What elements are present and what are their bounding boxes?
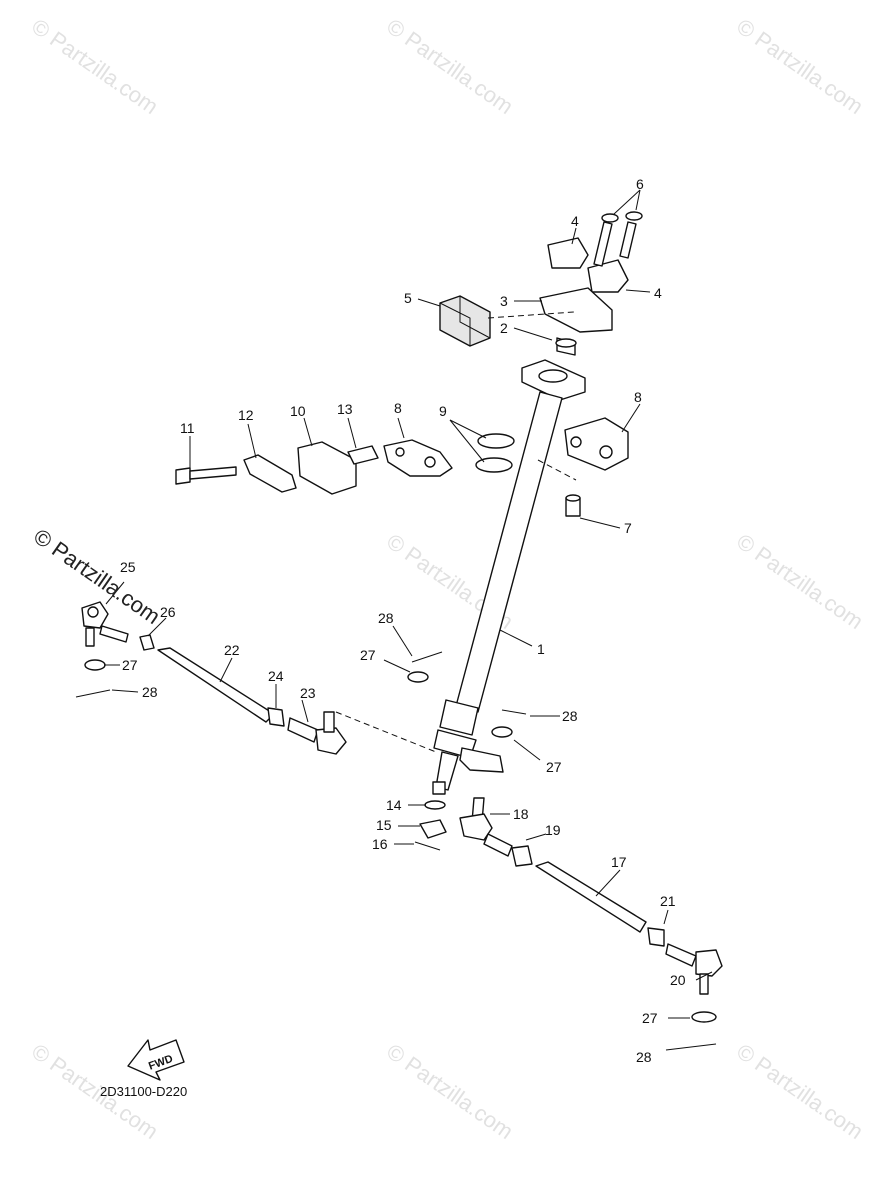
callout-8-right: 8 (634, 389, 642, 405)
callout-11: 11 (180, 420, 195, 436)
callout-8-left: 8 (394, 400, 402, 416)
callout-24: 24 (268, 668, 284, 684)
callout-1: 1 (537, 641, 545, 657)
upper-clamp-assembly (539, 211, 643, 356)
assembly-lines (335, 311, 577, 753)
watermark-tile: © Partzilla.com (382, 14, 518, 120)
lower-center-hardware (414, 797, 533, 867)
diagram-code: 2D31100-D220 (100, 1084, 187, 1099)
callout-26: 26 (160, 604, 176, 620)
callout-27-center: 27 (360, 647, 376, 663)
callout-6: 6 (636, 176, 644, 192)
callout-7: 7 (624, 520, 632, 536)
callout-17: 17 (611, 854, 627, 870)
leader-lines (104, 189, 713, 1019)
right-tie-rod (535, 861, 723, 1023)
callout-22: 22 (224, 642, 240, 658)
left-tie-rod (81, 601, 347, 755)
callout-10: 10 (290, 403, 306, 419)
callout-28-bottom: 28 (636, 1049, 652, 1065)
nuts-and-pins (75, 651, 717, 1051)
callout-12: 12 (238, 407, 254, 423)
callout-9: 9 (439, 403, 447, 419)
watermark-tile: © Partzilla.com (382, 1039, 518, 1145)
callout-4-right: 4 (654, 285, 662, 301)
right-holder (564, 417, 629, 471)
callout-27-bottom: 27 (642, 1010, 658, 1026)
callout-5: 5 (404, 290, 412, 306)
callout-25: 25 (120, 559, 136, 575)
callout-4-top: 4 (571, 213, 579, 229)
watermark-tile: © Partzilla.com (27, 14, 163, 120)
rubber-block (439, 295, 491, 347)
callout-20: 20 (670, 972, 686, 988)
callout-19: 19 (545, 822, 561, 838)
callout-28-right: 28 (562, 708, 578, 724)
callout-27-left: 27 (122, 657, 138, 673)
left-holder-hardware (175, 433, 515, 495)
callout-23: 23 (300, 685, 316, 701)
callout-28-left: 28 (142, 684, 158, 700)
callout-15: 15 (376, 817, 392, 833)
callout-14: 14 (386, 797, 402, 813)
callout-16: 16 (372, 836, 388, 852)
callout-27-right: 27 (546, 759, 562, 775)
steering-shaft (432, 359, 586, 795)
callout-3: 3 (500, 293, 508, 309)
watermark-tiles: © Partzilla.com © Partzilla.com © Partzi… (27, 14, 868, 1145)
callout-28-center: 28 (378, 610, 394, 626)
callout-13: 13 (337, 401, 353, 417)
watermark-tile: © Partzilla.com (732, 14, 868, 120)
watermark-tile: © Partzilla.com (732, 529, 868, 635)
callouts: 1 2 3 4 4 5 6 7 8 8 9 10 11 12 13 14 15 … (120, 176, 686, 1065)
collar (565, 494, 581, 517)
callout-18: 18 (513, 806, 529, 822)
callout-21: 21 (660, 893, 676, 909)
callout-2: 2 (500, 320, 508, 336)
fwd-arrow: FWD (127, 1039, 185, 1081)
watermark-tile: © Partzilla.com (732, 1039, 868, 1145)
